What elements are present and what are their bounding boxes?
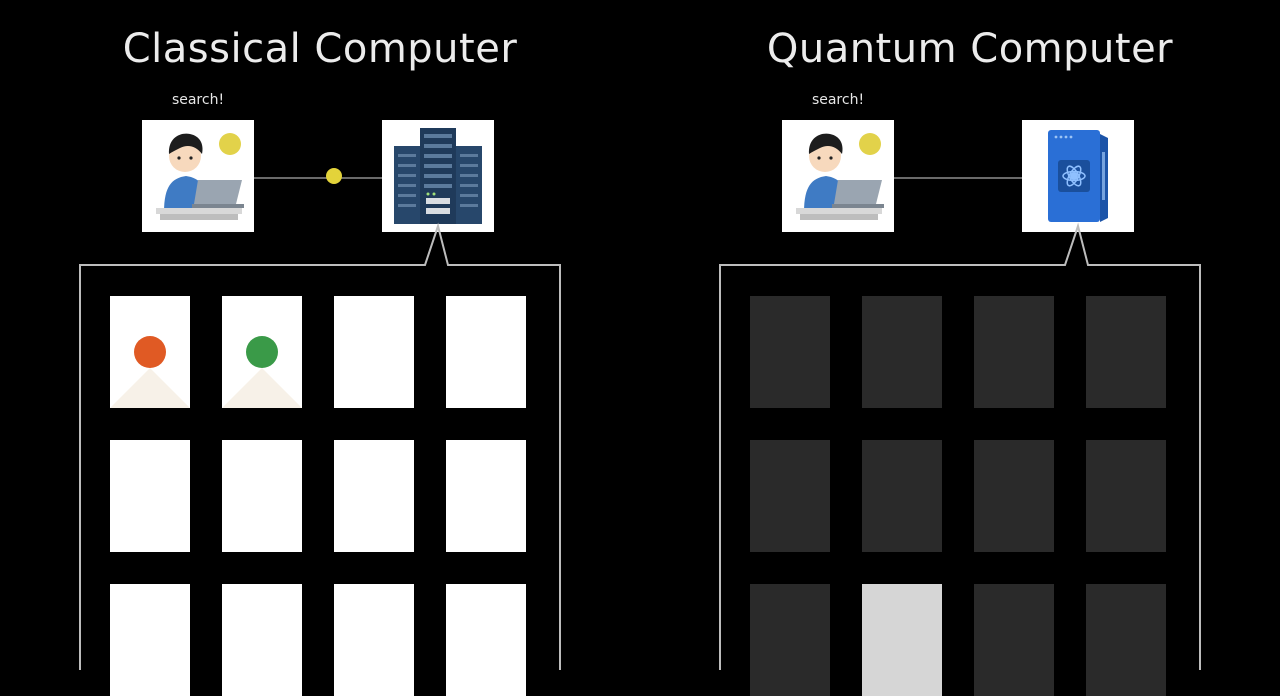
server-rack-icon bbox=[394, 128, 482, 224]
classical-card bbox=[334, 584, 414, 696]
classical-card bbox=[222, 296, 302, 408]
quantum-card bbox=[862, 440, 942, 552]
classical-card bbox=[110, 440, 190, 552]
callout-frames bbox=[79, 222, 1201, 670]
classical-user-tile bbox=[142, 120, 254, 232]
quantum-computer-icon bbox=[1048, 130, 1108, 222]
classical-search-label: search! bbox=[171, 92, 225, 108]
classical-callout-frame bbox=[79, 222, 561, 670]
revealed-glow bbox=[222, 368, 302, 408]
quantum-card bbox=[1086, 296, 1166, 408]
classical-card bbox=[222, 440, 302, 552]
classical-title: Classical Computer bbox=[122, 26, 518, 72]
classical-card bbox=[334, 296, 414, 408]
quantum-card bbox=[750, 584, 830, 696]
classical-connection-line bbox=[254, 177, 384, 179]
classical-card bbox=[334, 440, 414, 552]
revealed-item-ball bbox=[246, 336, 278, 368]
revealed-item-ball bbox=[134, 336, 166, 368]
quantum-card bbox=[974, 584, 1054, 696]
quantum-card bbox=[974, 296, 1054, 408]
quantum-connection-line bbox=[894, 177, 1024, 179]
signal-dot bbox=[326, 168, 342, 184]
classical-card bbox=[446, 584, 526, 696]
quantum-card bbox=[1086, 440, 1166, 552]
classical-card bbox=[110, 584, 190, 696]
quantum-card bbox=[750, 440, 830, 552]
classical-server-tile bbox=[382, 120, 494, 232]
quantum-user-tile bbox=[782, 120, 894, 232]
quantum-search-label: search! bbox=[811, 92, 865, 108]
person-at-laptop-icon bbox=[796, 133, 884, 220]
classical-card bbox=[446, 296, 526, 408]
person-at-laptop-icon bbox=[156, 133, 244, 220]
quantum-card bbox=[974, 440, 1054, 552]
classical-card bbox=[110, 296, 190, 408]
quantum-card bbox=[862, 296, 942, 408]
classical-card bbox=[446, 440, 526, 552]
classical-card bbox=[222, 584, 302, 696]
quantum-card-highlighted bbox=[862, 584, 942, 696]
quantum-machine-tile bbox=[1022, 120, 1134, 232]
quantum-title: Quantum Computer bbox=[766, 26, 1174, 72]
quantum-card bbox=[1086, 584, 1166, 696]
quantum-card bbox=[750, 296, 830, 408]
revealed-glow bbox=[110, 368, 190, 408]
quantum-callout-frame bbox=[719, 222, 1201, 670]
